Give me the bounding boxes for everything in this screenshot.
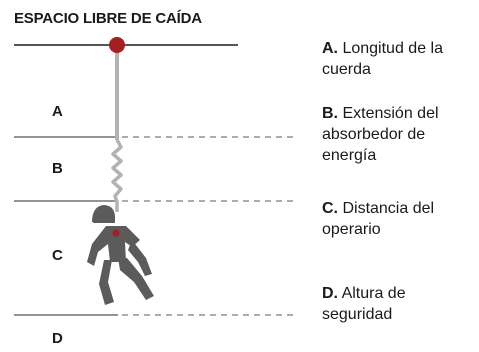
legend-text: Longitud de la cuerda bbox=[322, 40, 443, 78]
legend-key: D. bbox=[322, 285, 338, 302]
zone-label-a: A bbox=[52, 103, 63, 120]
zone-label-d: D bbox=[52, 330, 63, 347]
legend-text: Distancia del operario bbox=[322, 200, 435, 238]
anchor-point-icon bbox=[109, 37, 125, 53]
legend-text: Altura de seguridad bbox=[322, 285, 406, 323]
shock-absorber bbox=[111, 139, 123, 212]
legend-item-d: D. Altura de seguridad bbox=[322, 283, 477, 325]
legend-text: Extensión del absorbedor de energía bbox=[322, 105, 439, 164]
diagram-title: ESPACIO LIBRE DE CAÍDA bbox=[14, 10, 202, 27]
worker-figure-icon bbox=[87, 205, 154, 305]
legend-item-c: C. Distancia del operario bbox=[322, 198, 477, 240]
legend-key: A. bbox=[322, 40, 338, 57]
zone-label-b: B bbox=[52, 160, 63, 177]
legend-item-b: B. Extensión del absorbedor de energía bbox=[322, 103, 477, 166]
legend-item-a: A. Longitud de la cuerda bbox=[322, 38, 477, 80]
legend-key: C. bbox=[322, 200, 338, 217]
legend-key: B. bbox=[322, 105, 338, 122]
zone-label-c: C bbox=[52, 247, 63, 264]
